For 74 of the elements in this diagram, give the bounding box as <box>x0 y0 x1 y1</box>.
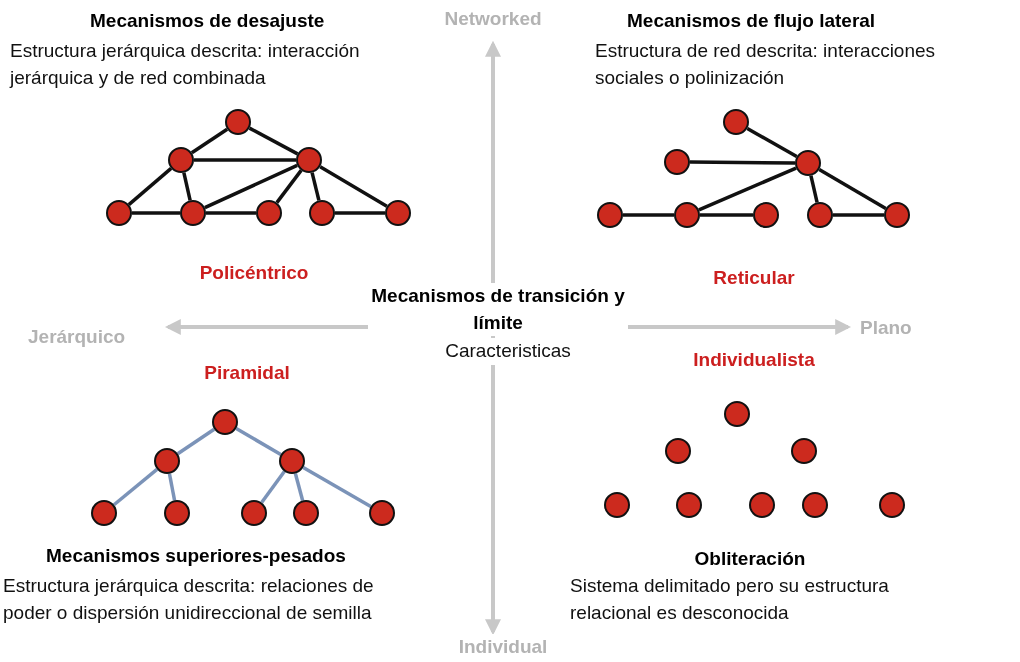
network-node <box>791 438 817 464</box>
connector-line <box>623 213 674 217</box>
heading: Obliteración <box>693 547 807 571</box>
network-node <box>256 200 282 226</box>
network-node <box>296 147 322 173</box>
network-node <box>604 492 630 518</box>
axis-label: Plano <box>860 316 913 340</box>
network-node <box>106 200 132 226</box>
network-node <box>91 500 117 526</box>
heading: Mecanismos de desajuste <box>90 9 326 33</box>
connector-line <box>206 211 256 215</box>
connector-line <box>698 166 797 212</box>
connector-line <box>833 213 884 217</box>
network-node <box>749 492 775 518</box>
description: Estructura jerárquica descrita: interacción jerárquica y de red combinada <box>10 39 361 90</box>
connector-line <box>335 211 385 215</box>
network-node <box>309 200 335 226</box>
description: Sistema delimitado pero su estructura relacional es desconocida <box>570 574 890 625</box>
connector-line <box>302 466 372 508</box>
connector-line <box>275 169 303 204</box>
connector-line <box>182 172 192 201</box>
network-node <box>212 409 238 435</box>
network-node <box>225 109 251 135</box>
connector-line <box>194 158 296 162</box>
connector-line <box>319 165 388 208</box>
network-node <box>241 500 267 526</box>
connector-line <box>176 427 216 456</box>
connector-line <box>248 126 299 156</box>
connector-line <box>690 160 795 165</box>
network-node <box>795 150 821 176</box>
axis-label: Jerárquico <box>28 325 127 349</box>
network-node <box>884 202 910 228</box>
quadrant-label: Individualista <box>692 348 816 372</box>
heading: Mecanismos superiores-pesados <box>46 544 347 568</box>
center-heading: Mecanismos de transición y límite <box>368 283 628 337</box>
description: Estructura de red descrita: interacciones sociales o polinización <box>595 39 937 90</box>
connector-line <box>167 473 177 501</box>
connector-line <box>127 167 173 206</box>
connector-line <box>260 470 286 504</box>
connector-line <box>293 473 305 501</box>
connector-line <box>132 211 180 215</box>
network-node <box>168 147 194 173</box>
network-node <box>676 492 702 518</box>
network-node <box>674 202 700 228</box>
network-node <box>597 202 623 228</box>
network-node <box>154 448 180 474</box>
connector-line <box>818 168 887 210</box>
connector-line <box>190 127 229 155</box>
quadrant-label: Policéntrico <box>198 261 310 285</box>
network-node <box>164 500 190 526</box>
network-node <box>723 109 749 135</box>
connector-line <box>204 163 298 210</box>
network-node <box>293 500 319 526</box>
network-node <box>724 401 750 427</box>
connector-line <box>112 467 159 507</box>
description: Estructura jerárquica descrita: relaciones de poder o dispersión unidireccional de semilla <box>3 574 375 625</box>
network-node <box>753 202 779 228</box>
network-node <box>385 200 411 226</box>
quadrant-label: Reticular <box>712 266 796 290</box>
connector-line <box>700 213 753 217</box>
connector-line <box>235 427 282 456</box>
connector-line <box>809 175 819 203</box>
network-node <box>279 448 305 474</box>
network-node <box>664 149 690 175</box>
connector-line <box>746 126 798 159</box>
network-node <box>369 500 395 526</box>
network-node <box>807 202 833 228</box>
network-node <box>665 438 691 464</box>
connector-line <box>310 172 321 201</box>
heading: Mecanismos de flujo lateral <box>627 9 877 33</box>
network-node <box>180 200 206 226</box>
network-node <box>879 492 905 518</box>
network-node <box>802 492 828 518</box>
quadrant-label: Piramidal <box>203 361 291 385</box>
